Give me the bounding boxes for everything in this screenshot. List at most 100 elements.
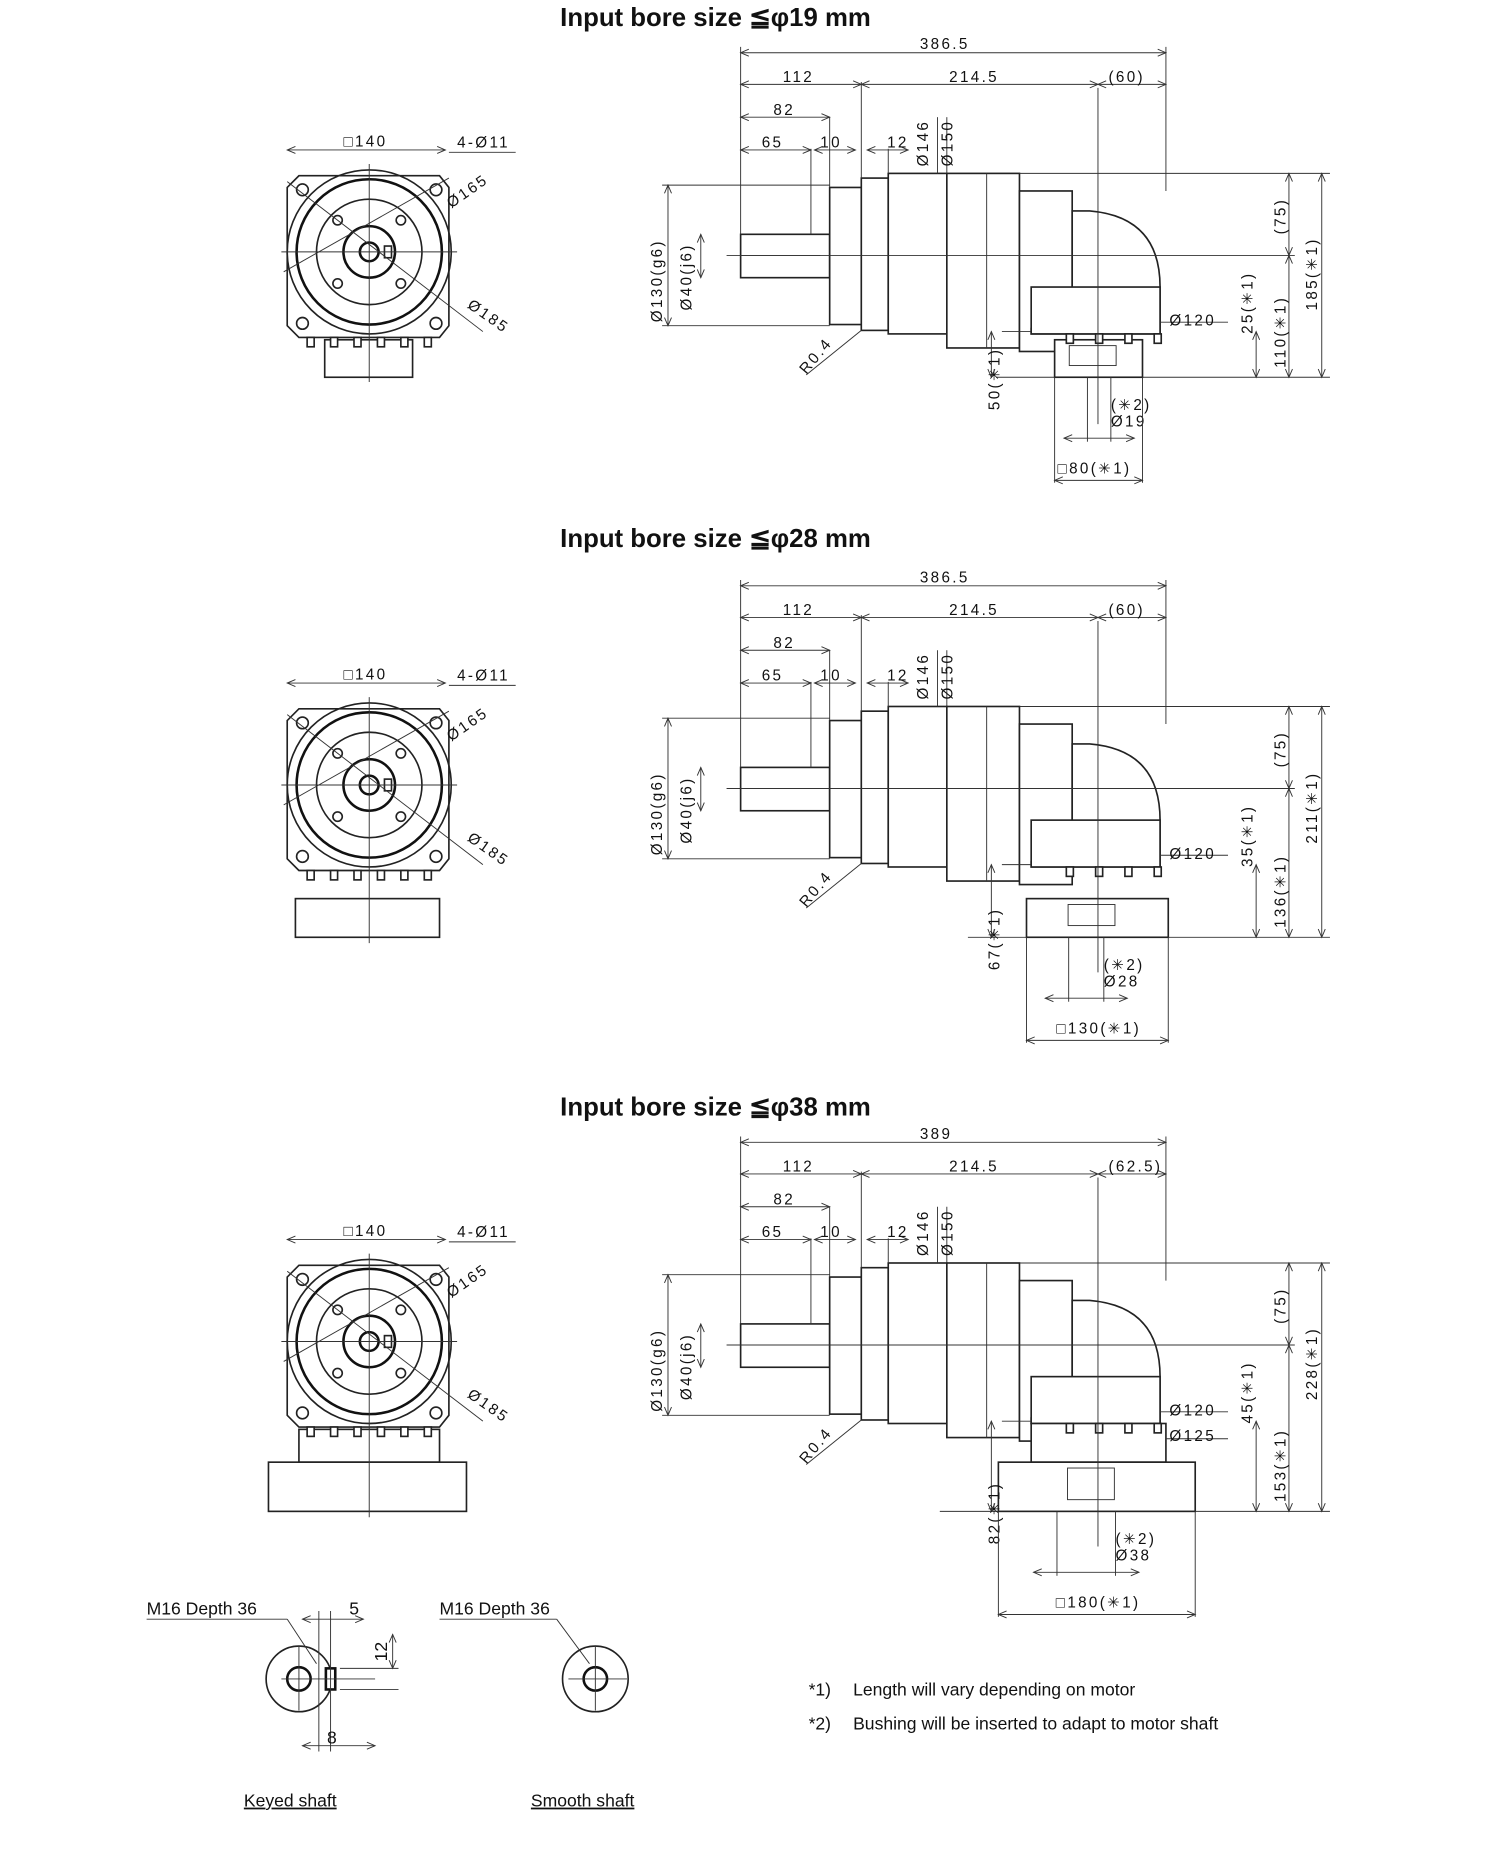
- mount-hole-icon: [429, 183, 443, 197]
- mount-hole-icon: [295, 1406, 310, 1420]
- smooth-caption: Smooth shaft: [531, 1791, 635, 1811]
- bush-note-label: (✳2): [1116, 1531, 1157, 1548]
- phi130-label: Ø130(g6): [649, 1329, 666, 1412]
- bush-dim-arrows: [1044, 994, 1129, 1003]
- bolt-head: [1124, 1422, 1133, 1434]
- d75-label: (75): [1272, 1287, 1289, 1323]
- lower-housing: [1030, 286, 1161, 335]
- output-flange: [828, 1276, 863, 1415]
- phi165-label: Ø165: [444, 171, 492, 212]
- bush-dim-arrows: [1062, 434, 1136, 443]
- front-sq-label: □140: [343, 1223, 387, 1240]
- phi125-label: Ø125: [1169, 1428, 1216, 1445]
- motor-adapter: [294, 897, 441, 939]
- mid-height-label: 153(✳1): [1272, 1429, 1289, 1502]
- mount-hole-icon: [295, 716, 310, 730]
- bush-dia-label: Ø19: [1111, 413, 1147, 430]
- smooth-thread-label: M16 Depth 36: [440, 1598, 550, 1618]
- d-right-dim-arrows: [1096, 613, 1168, 622]
- adapter-sq-label: □130(✳1): [1056, 1020, 1141, 1037]
- total-height-dim-arrows: [1317, 1261, 1326, 1513]
- view-title: Input bore size ≦φ38 mm: [560, 1093, 871, 1121]
- overall-length-label: 389: [920, 1126, 952, 1143]
- adapter-height-dim-arrows: [987, 330, 996, 379]
- d65-label: 65: [762, 1224, 784, 1241]
- bolt-head: [400, 1426, 409, 1438]
- key-w-label: 5: [349, 1598, 359, 1618]
- phi40-label: Ø40(j6): [678, 243, 695, 310]
- d-right-label: (60): [1109, 602, 1145, 619]
- d10-label: 10: [820, 135, 842, 152]
- total-height-label: 228(✳1): [1304, 1327, 1321, 1400]
- phi185-leader: [286, 181, 484, 332]
- bolt-head: [306, 869, 315, 881]
- smooth-shaft: M16 Depth 36 Smooth shaft: [440, 1598, 635, 1810]
- bolt-head: [1153, 333, 1163, 345]
- bolt-head: [1094, 1422, 1104, 1434]
- bolt-head: [329, 336, 339, 348]
- front-sq-dim-arrows: [286, 679, 447, 687]
- housing-body: [887, 172, 948, 335]
- housing-body-2: [946, 705, 1021, 882]
- d10-dim-arrows: [813, 1235, 857, 1244]
- adapter-sq-dim-arrows: [1053, 476, 1144, 485]
- bolt-head: [423, 869, 433, 881]
- bolt-icon: [332, 747, 344, 759]
- housing-body: [887, 705, 948, 868]
- d82-label: 82: [773, 635, 795, 652]
- d214-label: 214.5: [949, 1159, 999, 1176]
- d10-dim-arrows: [813, 146, 857, 154]
- d-right-label: (60): [1109, 69, 1145, 86]
- phi146-label: Ø146: [915, 120, 932, 167]
- phi185-label: Ø185: [464, 1386, 512, 1427]
- d12-dim-arrows: [865, 146, 910, 154]
- keyed-caption: Keyed shaft: [244, 1791, 337, 1811]
- bolt-icon: [395, 811, 407, 823]
- thread-leader: [286, 1618, 317, 1664]
- mid-height-label: 136(✳1): [1272, 855, 1289, 928]
- d12-label: 12: [887, 1224, 909, 1241]
- phi185-leader: [286, 1270, 484, 1422]
- bolt-head: [1094, 866, 1104, 878]
- adapter-sq-label: □80(✳1): [1058, 460, 1132, 477]
- phi165-label: Ø165: [444, 1261, 492, 1302]
- d-right-dim-arrows: [1096, 1170, 1168, 1178]
- lower-housing: [1030, 1375, 1161, 1425]
- flange-ring: [860, 1266, 890, 1421]
- d10-label: 10: [820, 668, 842, 685]
- mount-hole-icon: [429, 1406, 443, 1420]
- bolt-head: [400, 869, 409, 881]
- output-shaft: [739, 1323, 831, 1369]
- phi165-leader: [283, 1267, 450, 1362]
- key-pos-dim-arrows: [388, 1633, 397, 1670]
- mount-hole-icon: [295, 183, 310, 197]
- lower-housing: [1030, 819, 1161, 868]
- d112-label: 112: [783, 1159, 814, 1176]
- mid-height-dim-arrows: [1284, 787, 1293, 939]
- housing-body-2: [946, 172, 1021, 349]
- bolt-icon: [332, 214, 344, 226]
- output-flange: [828, 719, 863, 859]
- phi165-leader: [283, 710, 450, 806]
- keyed-thread-label: M16 Depth 36: [147, 1598, 257, 1618]
- phi130-label: Ø130(g6): [649, 772, 666, 855]
- d65-dim-arrows: [739, 679, 813, 687]
- holes-label: 4-Ø11: [457, 135, 510, 152]
- adapter-height-label: 67(✳1): [987, 908, 1004, 970]
- r04-leader: [805, 1419, 862, 1465]
- bolt-head: [1153, 1422, 1163, 1434]
- phi120-label: Ø120: [1169, 313, 1216, 330]
- housing-body-2: [946, 1262, 1021, 1439]
- bushing-hidden: [1067, 904, 1116, 927]
- phi40-label: Ø40(j6): [678, 1333, 695, 1400]
- d12-dim-arrows: [865, 1235, 910, 1244]
- adapter-height-dim-arrows: [987, 1419, 996, 1513]
- bolt-head: [423, 1426, 433, 1438]
